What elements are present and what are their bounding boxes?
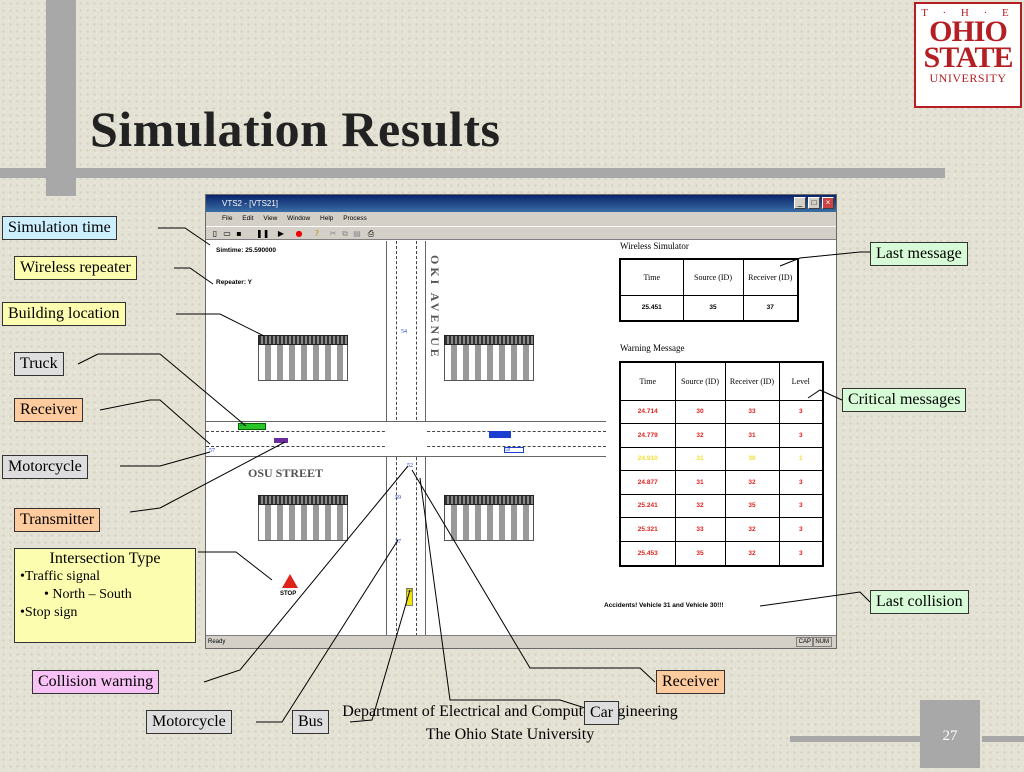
print-icon[interactable]: ⎙: [367, 229, 375, 238]
open-icon[interactable]: ▭: [223, 229, 231, 238]
pause-icon[interactable]: ❚❚: [256, 229, 270, 238]
vehicle-54[interactable]: 54: [401, 329, 407, 335]
building: [258, 335, 348, 381]
callout-car: Car: [584, 701, 620, 725]
vehicle-52[interactable]: 52: [407, 463, 413, 469]
menu-edit[interactable]: Edit: [242, 215, 254, 222]
minimize-button[interactable]: _: [794, 197, 806, 209]
callout-truck: Truck: [14, 352, 64, 376]
callout-critical-messages: Critical messages: [842, 388, 967, 412]
stop-label: STOP: [280, 591, 297, 597]
status-cap: CAP: [795, 637, 814, 647]
callout-intersection-type: Intersection Type •Traffic signal • Nort…: [14, 548, 196, 643]
vehicle-59[interactable]: 59: [395, 495, 401, 501]
callout-transmitter: Transmitter: [14, 508, 101, 532]
play-icon[interactable]: ▶: [277, 229, 285, 238]
copy-icon[interactable]: ⧉: [342, 229, 348, 238]
building: [258, 495, 348, 541]
osu-logo: T · H · E OHIO STATE UNIVERSITY: [914, 2, 1022, 108]
callout-receiver-left: Receiver: [14, 398, 83, 422]
callout-motorcycle-bottom: Motorcycle: [146, 710, 232, 734]
help-icon[interactable]: ?: [314, 229, 320, 238]
footer-bar: [790, 736, 920, 742]
callout-collision-warning: Collision warning: [32, 670, 160, 694]
callout-building-location: Building location: [2, 302, 126, 326]
building: [444, 495, 534, 541]
accent-bar-horizontal: [0, 168, 945, 178]
slide-title: Simulation Results: [90, 101, 501, 157]
intersection: [387, 422, 425, 456]
callout-last-message: Last message: [870, 242, 968, 266]
vehicle-26[interactable]: 26: [240, 423, 245, 428]
vehicle-58[interactable]: 58: [504, 447, 524, 453]
wireless-simulator-title: Wireless Simulator: [620, 241, 689, 251]
close-button[interactable]: ×: [822, 197, 834, 209]
street-label-vertical: OKI AVENUE: [428, 255, 442, 360]
simulation-canvas: Simtime: 25.590000 Repeater: Y OKI AVENU…: [206, 241, 606, 636]
new-icon[interactable]: ▯: [212, 229, 218, 238]
cut-icon[interactable]: ✂: [329, 229, 337, 238]
stop-sign-icon: [282, 574, 298, 588]
menu-view[interactable]: View: [263, 215, 278, 222]
receiver-vehicle[interactable]: [274, 438, 288, 443]
callout-simulation-time: Simulation time: [2, 216, 117, 240]
footer-department: Department of Electrical and Computer En…: [342, 703, 678, 720]
repeater-readout: Repeater: Y: [216, 279, 253, 286]
maximize-button[interactable]: □: [808, 197, 820, 209]
vehicle-57[interactable]: 57: [209, 448, 215, 454]
accident-message: Accidents! Vehicle 31 and Vehicle 30!!!: [604, 602, 724, 609]
vehicle-37[interactable]: 37: [395, 539, 401, 545]
warning-message-title: Warning Message: [620, 343, 685, 353]
bus[interactable]: [489, 431, 511, 438]
menu-file[interactable]: File: [222, 215, 233, 222]
sim-time-readout: Simtime: 25.590000: [216, 247, 276, 254]
menu-process[interactable]: Process: [343, 215, 367, 222]
callout-last-collision: Last collision: [870, 590, 969, 614]
accent-bar-vertical: [46, 0, 76, 196]
window-titlebar[interactable]: VTS2 - [VTS21] _ □ ×: [206, 195, 836, 212]
callout-bus: Bus: [292, 710, 329, 734]
callout-motorcycle-left: Motorcycle: [2, 455, 88, 479]
building: [444, 335, 534, 381]
toolbar: ▯ ▭ ▪ ❚❚ ▶ ● ? ✂ ⧉ ▤ ⎙: [206, 226, 836, 240]
save-icon[interactable]: ▪: [236, 229, 242, 238]
street-label-horizontal: OSU STREET: [248, 466, 324, 480]
menu-window[interactable]: Window: [287, 215, 311, 222]
vehicle-53[interactable]: 53: [407, 589, 412, 594]
paste-icon[interactable]: ▤: [353, 229, 361, 238]
truck[interactable]: [238, 423, 266, 430]
footer-university: The Ohio State University: [425, 726, 595, 743]
page-number-box: 27: [920, 700, 980, 768]
record-icon[interactable]: ●: [295, 229, 303, 238]
status-text: Ready: [208, 639, 226, 645]
status-bar: Ready CAP NUM: [206, 635, 836, 648]
app-window: VTS2 - [VTS21] _ □ × File Edit View Wind…: [205, 194, 837, 649]
callout-wireless-repeater: Wireless repeater: [14, 256, 137, 280]
callout-receiver-bottom: Receiver: [656, 670, 725, 694]
menubar: File Edit View Window Help Process: [206, 212, 836, 226]
status-num: NUM: [812, 637, 832, 647]
menu-help[interactable]: Help: [320, 215, 334, 222]
window-title: VTS2 - [VTS21]: [222, 199, 279, 208]
footer-bar-right: [982, 736, 1024, 742]
